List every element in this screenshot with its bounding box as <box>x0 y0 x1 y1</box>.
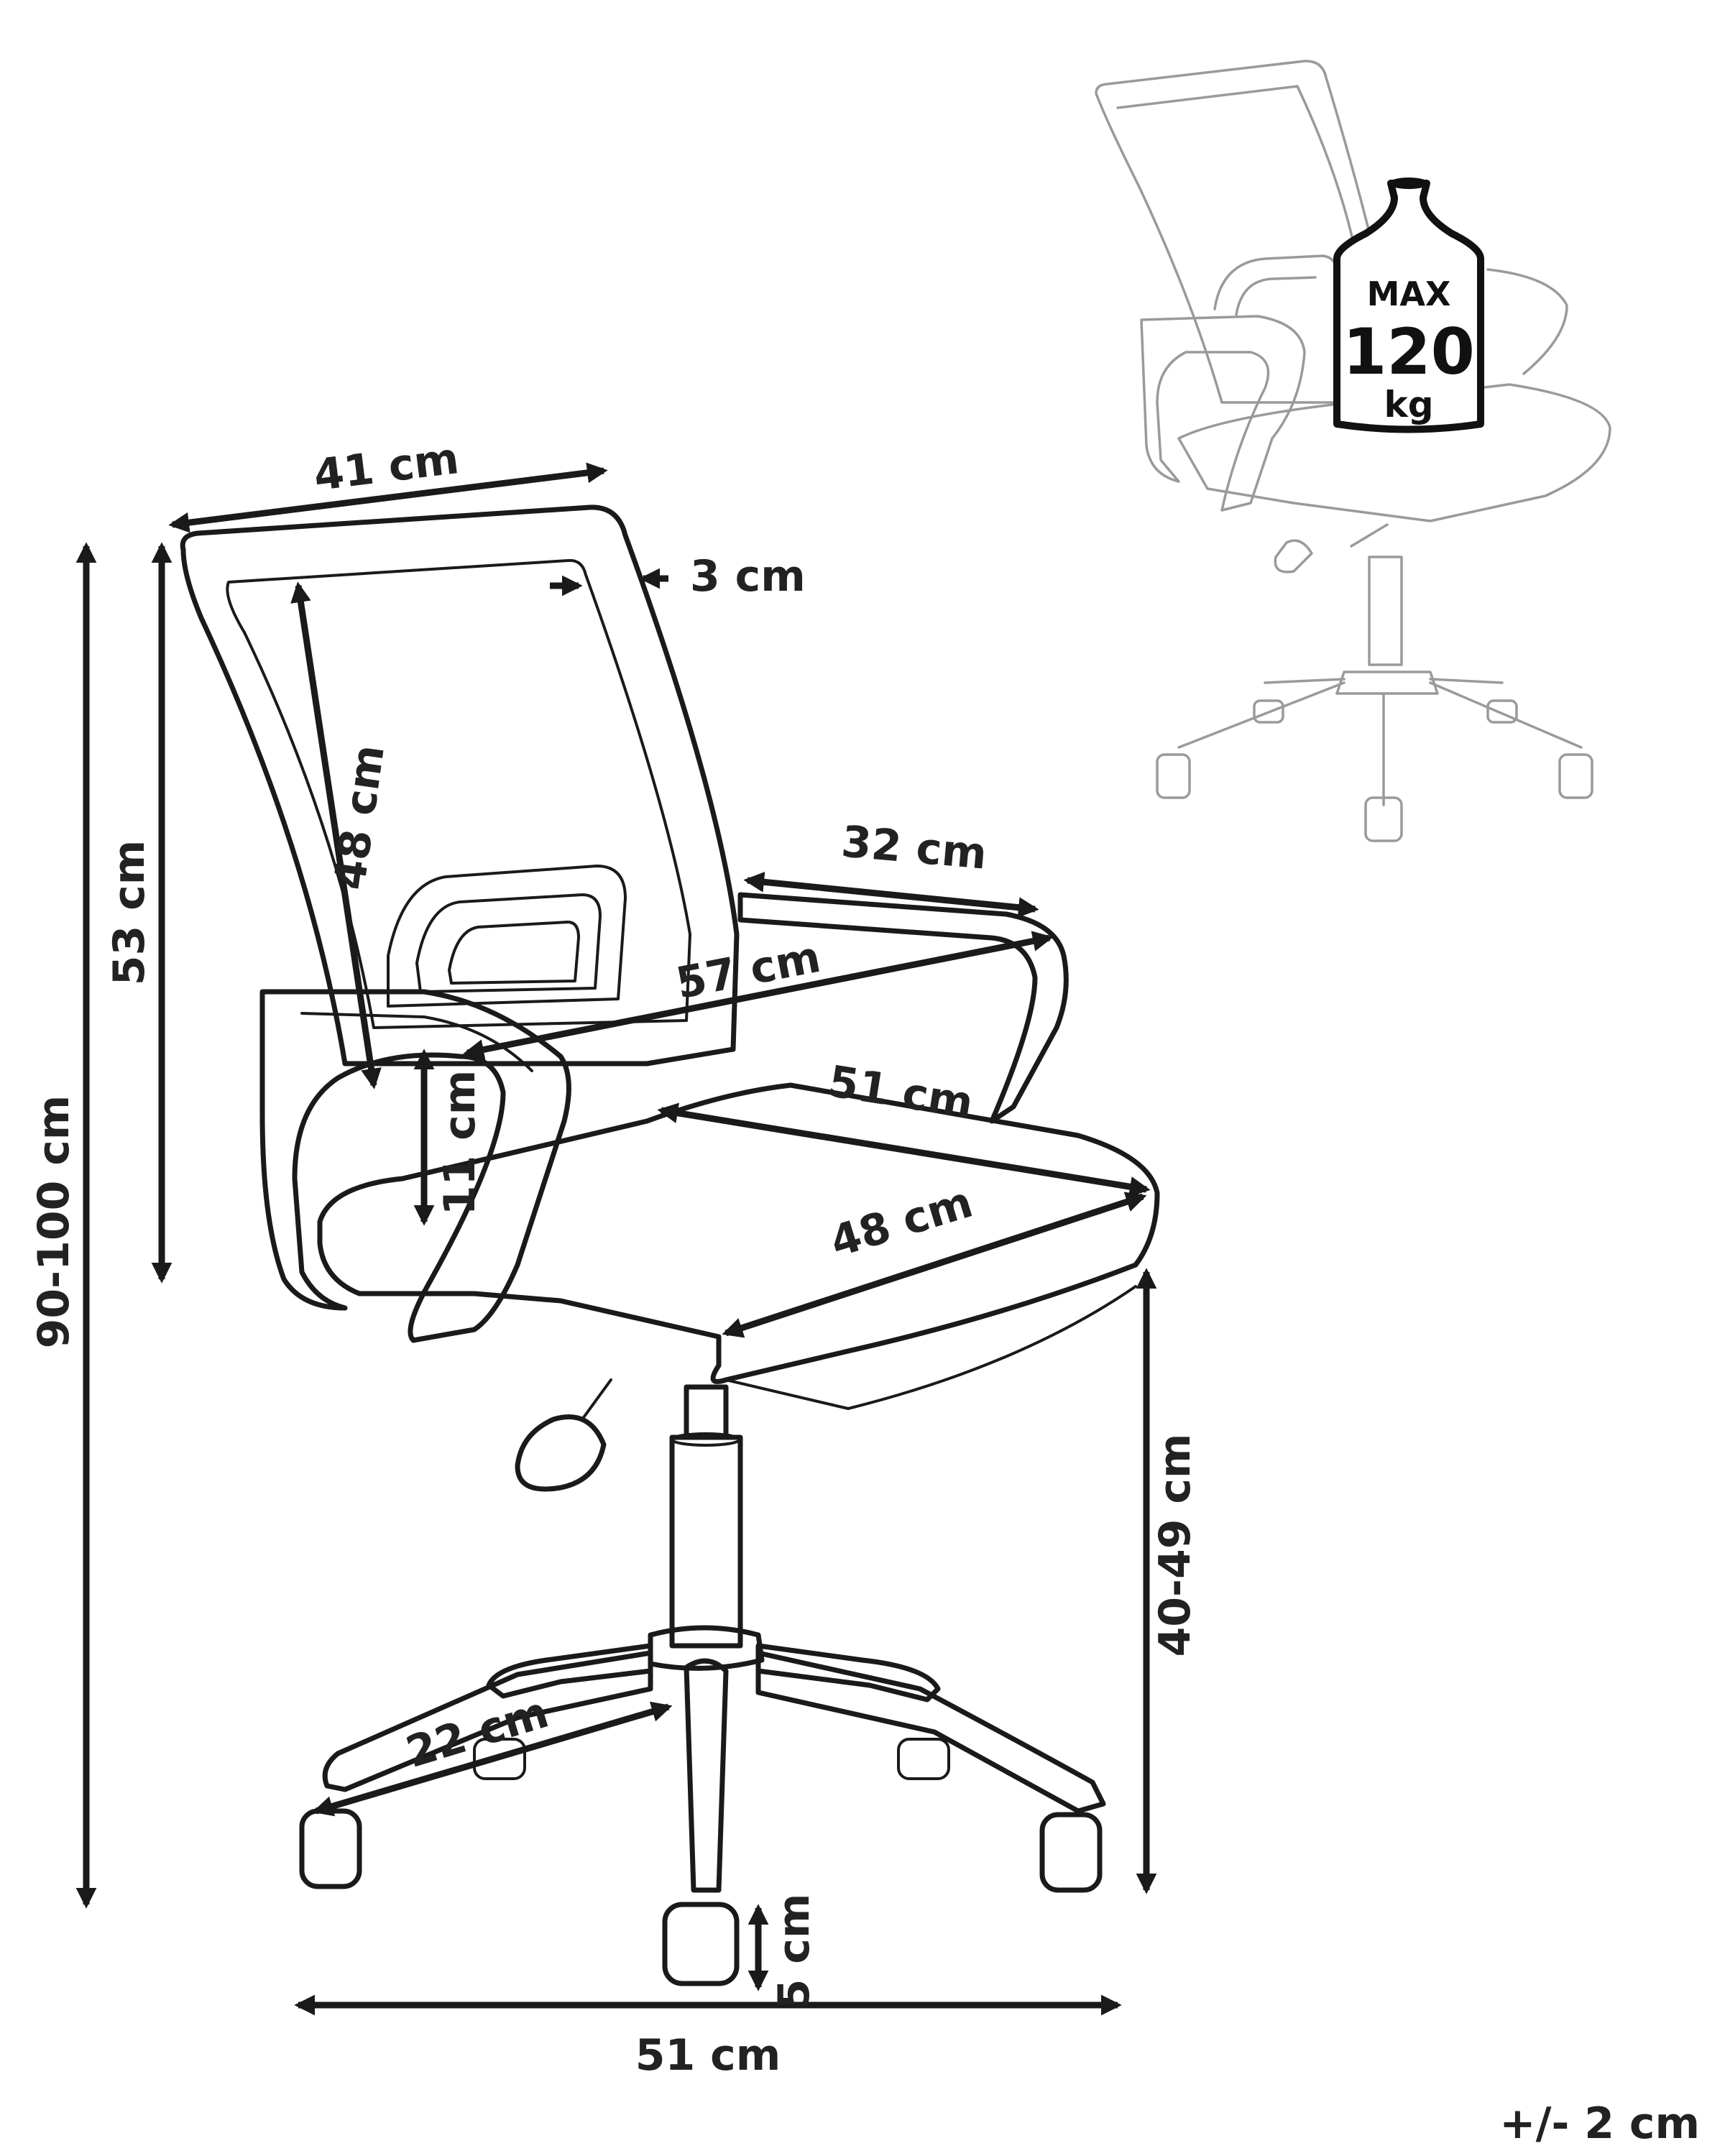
label-caster-height: 5 cm <box>769 1894 819 2009</box>
label-backrest-height: 53 cm <box>104 840 155 985</box>
label-frame-thickness: 3 cm <box>690 551 806 602</box>
label-armrest-length: 32 cm <box>840 816 989 879</box>
label-seat-width: 51 cm <box>825 1056 977 1129</box>
dimension-arrows <box>75 462 1157 2016</box>
badge-label: MAX <box>1367 275 1451 313</box>
label-base-width: 51 cm <box>635 2030 781 2081</box>
label-seat-depth: 48 cm <box>824 1177 978 1268</box>
chair-drawing <box>180 505 1160 1986</box>
max-weight-badge: MAX 120 kg <box>1333 178 1484 433</box>
chair-thumbnail <box>1095 60 1611 842</box>
label-tolerance: +/- 2 cm <box>1499 2099 1700 2149</box>
label-backrest-height-inner: 48 cm <box>324 742 394 893</box>
label-armrest-height: 11 cm <box>435 1070 485 1215</box>
label-seat-height: 40-49 cm <box>1150 1434 1200 1657</box>
label-total-height: 90-100 cm <box>29 1095 79 1349</box>
badge-unit: kg <box>1384 384 1433 425</box>
badge-value: 120 <box>1343 315 1475 389</box>
weight-icon <box>1333 180 1484 433</box>
